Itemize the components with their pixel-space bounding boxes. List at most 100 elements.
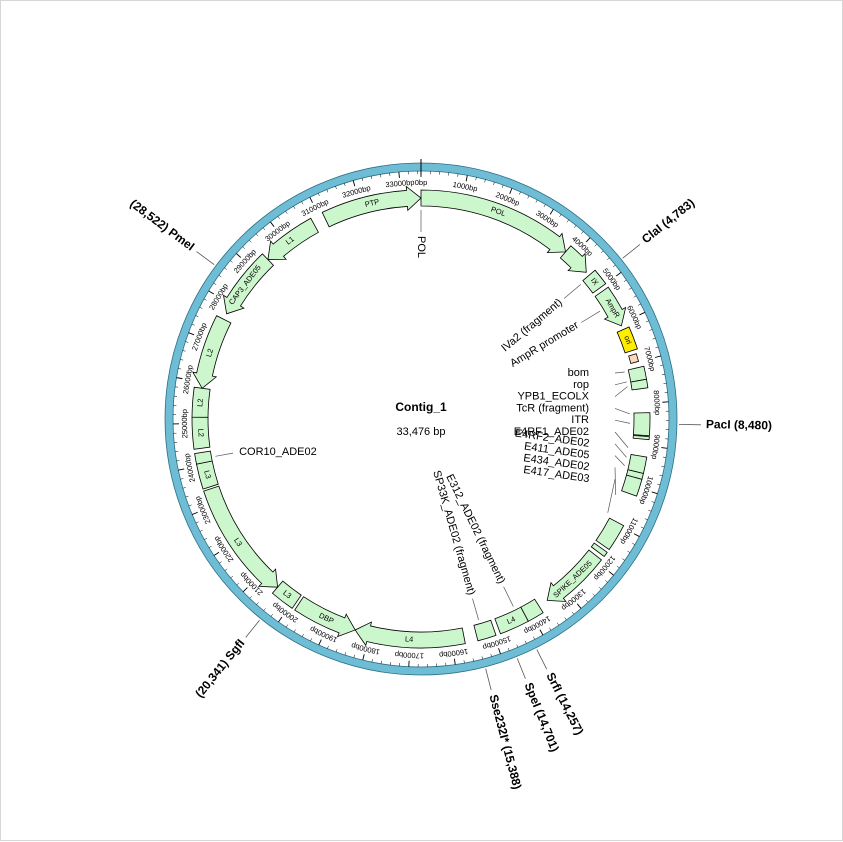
minor-tick [335, 186, 336, 189]
major-tick [399, 172, 400, 178]
minor-tick [533, 637, 534, 640]
minor-tick [627, 551, 630, 553]
minor-tick [613, 265, 615, 267]
minor-tick [327, 646, 328, 649]
feature-unlabeled-5[interactable] [629, 354, 639, 364]
major-tick [661, 448, 667, 449]
minor-tick [230, 261, 232, 263]
callout-leader [615, 387, 627, 397]
callout-leader [615, 444, 626, 457]
minor-tick [485, 180, 486, 183]
minor-tick [641, 527, 644, 528]
callout-rop: rop [573, 379, 589, 391]
minor-tick [327, 190, 328, 193]
callout-ypb1-ecolx: YPB1_ECOLX [517, 391, 589, 403]
minor-tick [617, 566, 619, 568]
site-leader [486, 669, 492, 690]
callout-leader [615, 408, 630, 414]
minor-tick [219, 561, 221, 563]
site-leader [537, 650, 547, 670]
site-sse232i-15-388[interactable]: Sse232I* (15,388) [486, 693, 524, 791]
minor-tick [572, 612, 574, 614]
minor-tick [557, 623, 559, 625]
minor-tick [257, 602, 259, 604]
tick-label: 9000bp [650, 434, 662, 460]
callout-leader [504, 587, 514, 607]
major-tick [192, 512, 198, 514]
callout-ampr-promoter: AmpR promoter [508, 319, 581, 370]
major-tick [550, 209, 553, 214]
site-28-522-pmei[interactable]: (28,522) PmeI [127, 196, 197, 253]
feature-unlabeled-12[interactable] [622, 475, 642, 496]
major-tick [540, 630, 543, 635]
minor-tick [473, 658, 474, 661]
site-20-341-sgfi[interactable]: (20,341) SgfI [192, 636, 247, 700]
minor-tick [310, 638, 311, 641]
minor-tick [344, 183, 345, 186]
minor-tick [593, 594, 595, 596]
minor-tick [574, 225, 576, 227]
site-leader [246, 620, 260, 637]
minor-tick [231, 576, 233, 578]
major-tick [510, 188, 512, 194]
minor-tick [519, 192, 520, 195]
minor-tick [586, 600, 588, 602]
minor-tick [629, 288, 632, 290]
minor-tick [286, 211, 288, 214]
tick-label: 16000bp [439, 647, 469, 660]
minor-tick [225, 569, 227, 571]
tick-label: 1000bp [452, 180, 478, 194]
minor-tick [186, 496, 189, 497]
major-tick [214, 552, 219, 555]
site-clai-4-783[interactable]: ClaI (4,783) [639, 196, 697, 246]
minor-tick [653, 338, 656, 339]
callout-leader [615, 432, 628, 448]
feature-unlabeled-9[interactable] [633, 435, 649, 439]
map-name: Contig_1 [395, 400, 447, 414]
minor-tick [177, 461, 180, 462]
minor-tick [549, 628, 551, 631]
minor-tick [362, 178, 363, 181]
minor-tick [652, 502, 655, 503]
minor-tick [200, 307, 203, 308]
major-tick [634, 534, 639, 537]
minor-tick [657, 484, 660, 485]
minor-tick [559, 214, 561, 216]
minor-tick [243, 247, 245, 249]
minor-tick [372, 659, 373, 662]
minor-tick [661, 466, 664, 467]
feature-label: L4 [405, 634, 414, 643]
center-label: Contig_1 33,476 bp [395, 400, 447, 438]
major-tick [454, 659, 455, 665]
feature-unlabeled-13[interactable] [596, 518, 624, 549]
minor-tick [318, 193, 319, 196]
minor-tick [189, 505, 192, 506]
minor-tick [224, 268, 226, 270]
site-paci-8-480[interactable]: PacI (8,480) [706, 417, 772, 432]
minor-tick [595, 244, 597, 246]
minor-tick [482, 656, 483, 659]
major-tick [278, 617, 281, 622]
callout-leader [615, 467, 616, 495]
major-tick [188, 333, 194, 335]
minor-tick [655, 347, 658, 348]
feature-unlabeled-8[interactable] [633, 413, 650, 436]
minor-tick [286, 625, 288, 628]
minor-tick [508, 648, 509, 651]
major-tick [466, 175, 467, 181]
minor-tick [264, 608, 266, 610]
major-tick [243, 588, 247, 592]
tick-label: 25000bp [180, 409, 190, 438]
minor-tick [294, 629, 296, 632]
minor-tick [601, 251, 603, 253]
minor-tick [237, 583, 239, 585]
feature-unlabeled-18[interactable] [474, 620, 496, 641]
callout-leader [615, 382, 627, 385]
map-length: 33,476 bp [397, 426, 446, 438]
minor-tick [249, 240, 251, 242]
major-tick [236, 253, 240, 257]
major-tick [353, 180, 355, 186]
minor-tick [649, 329, 652, 330]
callout-leader [615, 456, 625, 466]
